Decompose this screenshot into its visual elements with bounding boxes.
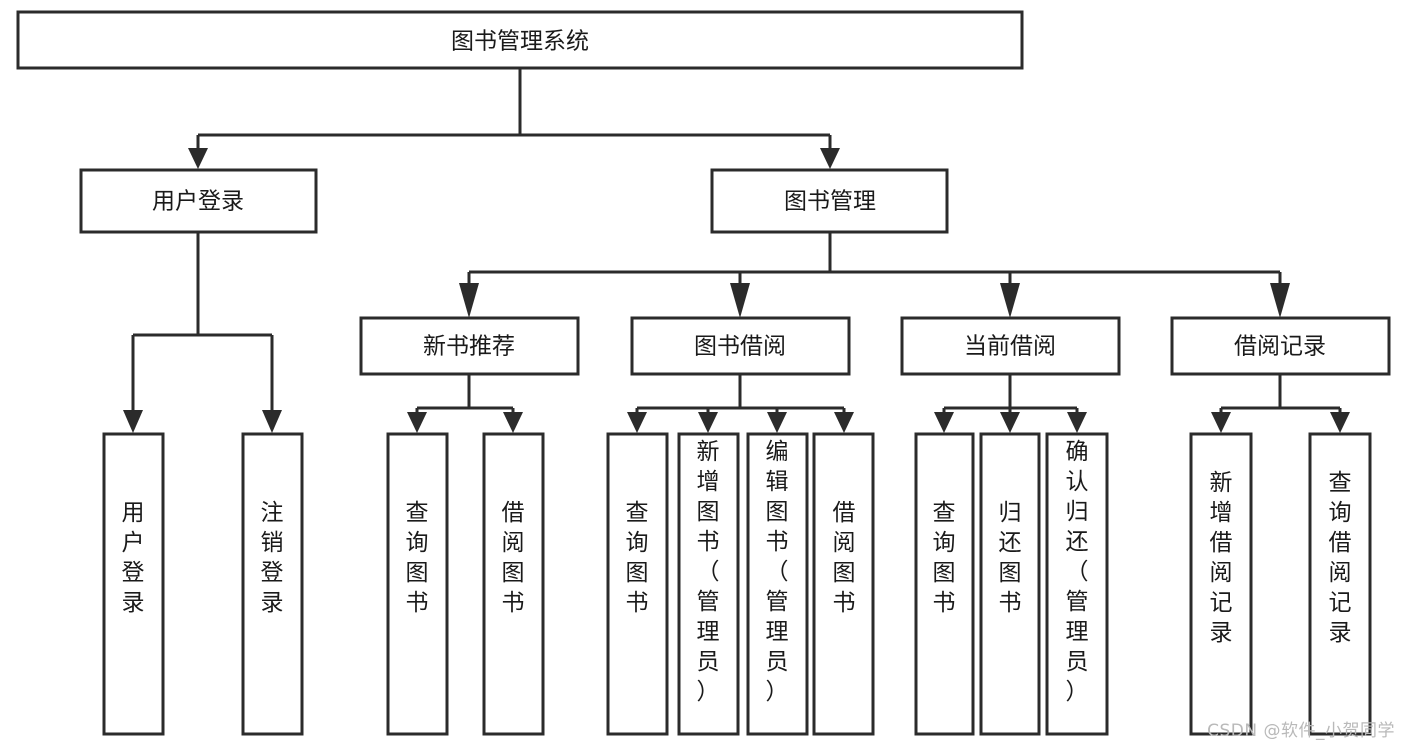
arrow-head-icon (934, 412, 954, 433)
node-leaf-query-book-3[interactable]: 查询图书 (914, 432, 975, 736)
node-leaf-edit-book[interactable]: 编辑图书（管理员） (746, 432, 809, 736)
arrow-head-icon (262, 410, 282, 433)
node-label: 用户登录 (152, 189, 244, 215)
node-box (241, 432, 304, 736)
node-leaf-query-book-2[interactable]: 查询图书 (606, 432, 669, 736)
node-current-borrow[interactable]: 当前借阅 (900, 316, 1121, 376)
node-leaf-query-book-1[interactable]: 查询图书 (386, 432, 449, 736)
node-leaf-confirm-return[interactable]: 确认归还（管理员） (1045, 432, 1109, 736)
node-label: 查询图书 (406, 500, 429, 616)
node-box (979, 432, 1041, 736)
node-label: 图书管理 (784, 189, 876, 215)
arrow-head-icon (123, 410, 143, 433)
csdn-watermark: CSDN @软件_小贺同学 (1207, 721, 1395, 741)
arrow-head-icon (820, 148, 840, 169)
node-box (710, 168, 949, 234)
connector-userlogin-to-leaves (123, 233, 282, 433)
node-new-book-recommend[interactable]: 新书推荐 (359, 316, 580, 376)
connector-bookborrow-to-leaves (627, 374, 854, 433)
node-leaf-logout-login[interactable]: 注销登录 (241, 432, 304, 736)
connector-newbook-to-leaves (407, 374, 523, 433)
arrow-head-icon (1211, 412, 1231, 433)
node-leaf-query-record[interactable]: 查询借阅记录 (1308, 432, 1372, 736)
node-box (630, 316, 851, 376)
arrow-head-icon (459, 283, 479, 318)
node-label: 借阅图书 (833, 500, 856, 616)
node-label: 编辑图书（管理员） (766, 439, 789, 705)
arrow-head-icon (1000, 412, 1020, 433)
node-box (606, 432, 669, 736)
node-label: 借阅图书 (502, 500, 525, 616)
arrow-head-icon (503, 412, 523, 433)
node-label: 新书推荐 (423, 334, 515, 360)
node-label: 借阅记录 (1234, 334, 1326, 360)
node-label: 查询借阅记录 (1329, 470, 1352, 646)
arrow-head-icon (730, 283, 750, 318)
node-box (1308, 432, 1372, 736)
node-user-login[interactable]: 用户登录 (79, 168, 318, 234)
node-leaf-user-login[interactable]: 用户登录 (102, 432, 165, 736)
node-box (900, 316, 1121, 376)
node-label: 新增图书（管理员） (697, 439, 720, 705)
node-box (1170, 316, 1391, 376)
node-root-system[interactable]: 图书管理系统 (16, 10, 1024, 70)
arrow-head-icon (767, 412, 787, 433)
node-box (386, 432, 449, 736)
node-label: 当前借阅 (964, 334, 1056, 360)
node-book-manage[interactable]: 图书管理 (710, 168, 949, 234)
node-label: 图书管理系统 (451, 29, 589, 55)
arrow-head-icon (407, 412, 427, 433)
arrow-head-icon (1330, 412, 1350, 433)
node-box (914, 432, 975, 736)
node-box (482, 432, 545, 736)
node-leaf-return-book[interactable]: 归还图书 (979, 432, 1041, 736)
node-borrow-record[interactable]: 借阅记录 (1170, 316, 1391, 376)
connector-currentborrow-to-leaves (934, 374, 1087, 433)
node-label: 新增借阅记录 (1210, 470, 1233, 646)
node-leaf-borrow-book-2[interactable]: 借阅图书 (812, 432, 875, 736)
arrow-head-icon (1067, 412, 1087, 433)
node-box (677, 432, 740, 736)
connector-bookmanage-to-level3 (459, 233, 1290, 318)
node-label: 注销登录 (261, 500, 284, 616)
node-box (102, 432, 165, 736)
node-box (79, 168, 318, 234)
arrow-head-icon (188, 148, 208, 169)
node-box (1045, 432, 1109, 736)
arrow-head-icon (627, 412, 647, 433)
node-box (746, 432, 809, 736)
node-box (1189, 432, 1253, 736)
node-label: 确认归还（管理员） (1066, 439, 1089, 705)
node-book-borrow[interactable]: 图书借阅 (630, 316, 851, 376)
node-label: 图书借阅 (694, 334, 786, 360)
node-label: 查询图书 (933, 500, 956, 616)
node-label: 归还图书 (999, 500, 1022, 616)
arrow-head-icon (1270, 283, 1290, 318)
arrow-head-icon (1000, 283, 1020, 318)
node-leaf-add-record[interactable]: 新增借阅记录 (1189, 432, 1253, 736)
node-box (812, 432, 875, 736)
node-label: 用户登录 (122, 500, 145, 616)
node-label: 查询图书 (626, 500, 649, 616)
node-box (359, 316, 580, 376)
arrow-head-icon (834, 412, 854, 433)
connector-root-to-level2 (188, 69, 840, 169)
node-leaf-add-book[interactable]: 新增图书（管理员） (677, 432, 740, 736)
node-leaf-borrow-book-1[interactable]: 借阅图书 (482, 432, 545, 736)
connector-borrowrecord-to-leaves (1211, 374, 1350, 433)
arrow-head-icon (698, 412, 718, 433)
node-box (16, 10, 1024, 70)
